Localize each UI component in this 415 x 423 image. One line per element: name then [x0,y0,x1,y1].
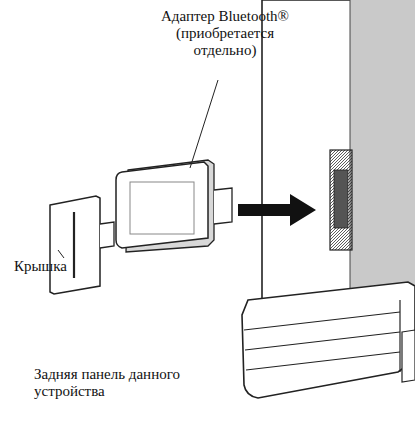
leader-line [58,250,64,258]
slot-cover [50,196,100,294]
cover-tab [100,222,114,248]
bluetooth-adapter [116,162,208,248]
leader-line [190,80,218,168]
cover-slit [73,212,75,278]
slot-opening [334,170,348,228]
view-label: Задняя панель данного устройства [34,366,194,400]
rear-panel [262,0,415,318]
adapter-plug [214,188,232,224]
adapter-slot [330,150,352,250]
part-label: Крышка [14,258,94,275]
base-edge [399,300,400,372]
base-ribs [244,312,400,370]
part-label: Адаптер Bluetooth® (приобретается отдель… [150,8,300,59]
insert-arrow [238,194,316,226]
adapter-face [130,182,194,234]
base-side [402,330,415,382]
base-unit [242,282,415,398]
side-shade [350,0,415,300]
